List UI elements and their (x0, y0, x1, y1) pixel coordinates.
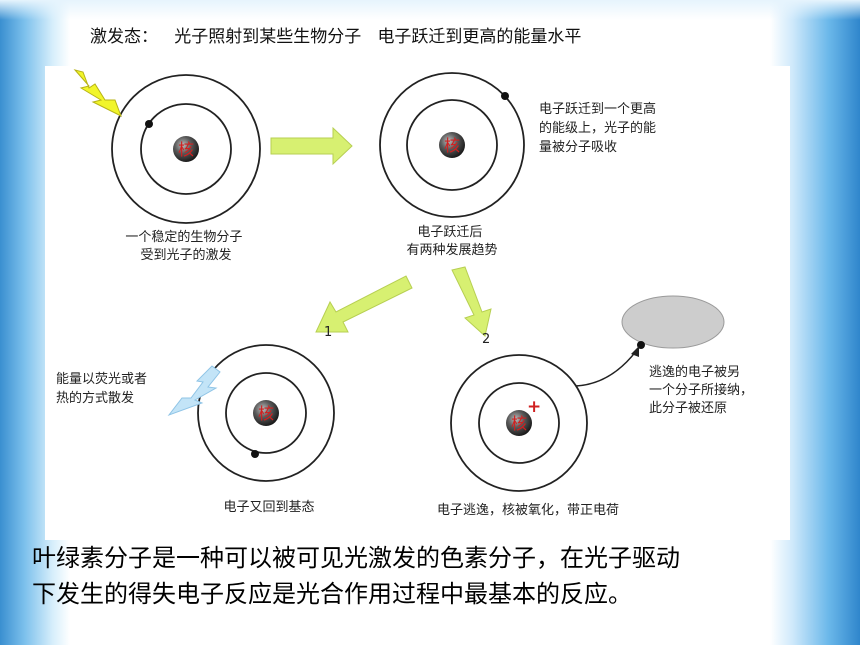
header-term: 激发态： (90, 27, 158, 47)
path2-caption: 电子逃逸，核被氧化，带正电荷 (437, 503, 619, 518)
diagram-panel: 核 核 电子跃迁到一个更高 的能级上，光子的能 量被分子吸收 一个稳定的生物分子… (45, 66, 790, 540)
transfer-curve (575, 349, 638, 387)
positive-charge-sign: + (527, 397, 541, 417)
header-desc-1: 光子照射到某些生物分子 (174, 27, 362, 47)
photon-lightning-icon (73, 69, 122, 118)
acceptor-note-line-2: 一个分子所接纳， (649, 382, 753, 398)
electron (251, 450, 259, 458)
path1-caption: 电子又回到基态 (223, 500, 314, 515)
inner-orbit (140, 103, 232, 195)
outer-orbit (111, 74, 261, 224)
path-1-arrow-icon (315, 275, 413, 333)
atom-excited-state: 核 (379, 72, 525, 218)
path-1-number: 1 (324, 325, 332, 340)
outer-orbit (450, 354, 588, 492)
inner-orbit (406, 99, 498, 191)
header-desc-2: 电子跃迁到更高的能量水平 (377, 27, 582, 47)
stage2-caption: 电子跃迁后 有两种发展趋势 (406, 225, 497, 258)
nucleus-label: 核 (444, 136, 460, 155)
caption-line-2: 下发生的得失电子反应是光合作用过程中最基本的反应。 (32, 580, 632, 608)
nucleus (173, 136, 199, 162)
stage1-caption-line-2: 受到光子的激发 (140, 247, 231, 263)
path-2-number: 2 (482, 332, 490, 347)
page-header: 激发态： 光子照射到某些生物分子 电子跃迁到更高的能量水平 (90, 22, 581, 47)
nucleus-label: 核 (178, 140, 194, 159)
stage2-caption-line-2: 有两种发展趋势 (406, 242, 497, 258)
nucleus (439, 132, 465, 158)
path1-note-line-1: 能量以荧光或者 (56, 372, 147, 387)
electron (501, 92, 509, 100)
acceptor-molecule (621, 295, 725, 349)
stage2-note: 电子跃迁到一个更高 的能级上，光子的能 量被分子吸收 (539, 101, 660, 155)
stage2-note-line-1: 电子跃迁到一个更高 (539, 101, 656, 117)
acceptor-note-line-1: 逃逸的电子被另 (649, 364, 740, 380)
nucleus (506, 410, 532, 436)
acceptor-note-line-3: 此分子被还原 (649, 401, 727, 416)
acceptor-note: 逃逸的电子被另 一个分子所接纳， 此分子被还原 (649, 364, 757, 416)
stage1-caption-line-1: 一个稳定的生物分子 (125, 229, 242, 245)
path1-note: 能量以荧光或者 热的方式散发 (56, 372, 151, 406)
electron (145, 120, 153, 128)
nucleus (253, 400, 279, 426)
outer-orbit (197, 344, 335, 482)
caption-line-1: 叶绿素分子是一种可以被可见光激发的色素分子，在光子驱动 (32, 544, 680, 572)
atom-oxidized: 核 + (450, 354, 588, 492)
emission-lightning-icon (167, 365, 221, 417)
atom-ground-state: 核 (111, 74, 261, 224)
path1-note-line-2: 热的方式散发 (56, 390, 134, 406)
nucleus-label: 核 (258, 404, 274, 423)
stage2-note-line-3: 量被分子吸收 (539, 140, 617, 155)
outer-orbit (379, 72, 525, 218)
path-2-arrow-icon (451, 266, 492, 337)
stage1-caption: 一个稳定的生物分子 受到光子的激发 (125, 229, 246, 263)
inner-orbit (225, 372, 307, 454)
stage2-note-line-2: 的能级上，光子的能 (539, 120, 656, 136)
stage2-caption-line-1: 电子跃迁后 (417, 225, 482, 240)
inner-orbit (478, 382, 560, 464)
background-top-gradient (0, 0, 860, 20)
arrow-right-icon (270, 126, 353, 166)
atom-return-ground: 核 (197, 344, 335, 482)
excitation-diagram: 核 核 电子跃迁到一个更高 的能级上，光子的能 量被分子吸收 一个稳定的生物分子… (56, 69, 757, 518)
nucleus-label: 核 (511, 414, 527, 433)
transfer-arrowhead-icon (631, 346, 639, 357)
bottom-caption: 叶绿素分子是一种可以被可见光激发的色素分子，在光子驱动 下发生的得失电子反应是光… (32, 540, 822, 612)
